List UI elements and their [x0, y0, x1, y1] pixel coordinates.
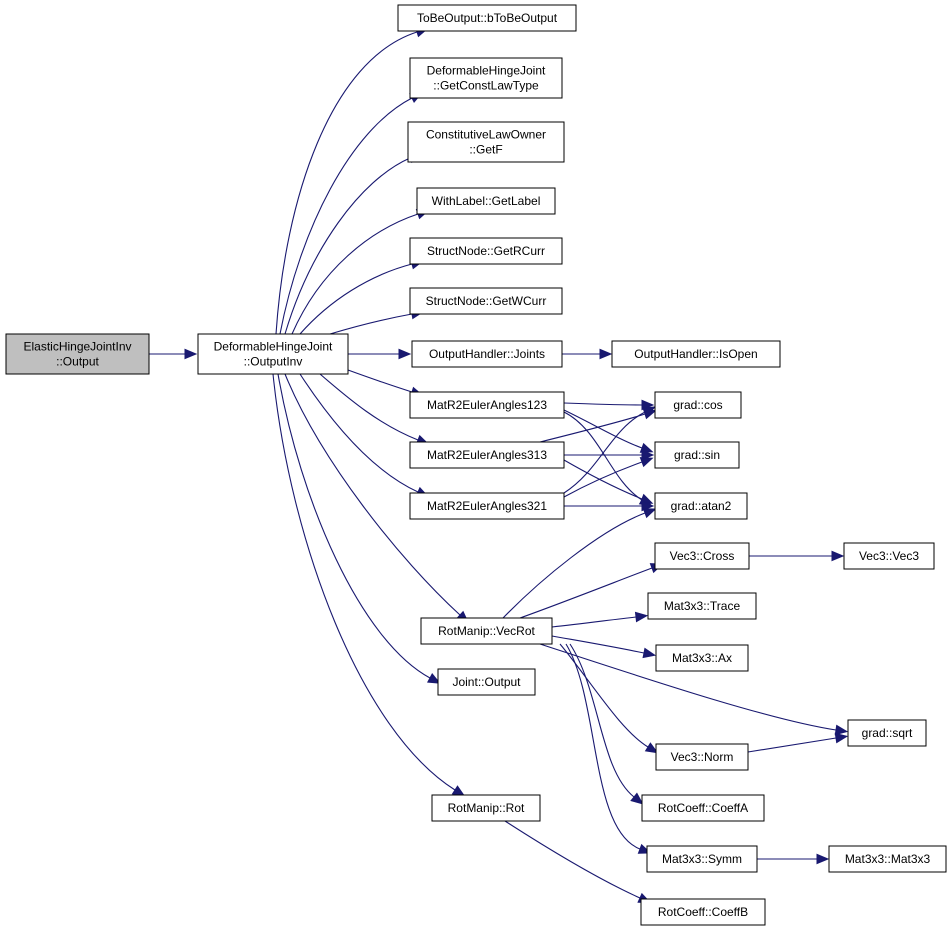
node-label: Joint::Output — [452, 675, 521, 689]
node-isopen[interactable]: OutputHandler::IsOpen — [611, 340, 781, 368]
node-euler123[interactable]: MatR2EulerAngles123 — [409, 391, 565, 419]
node-label: grad::atan2 — [671, 499, 732, 513]
node-label: WithLabel::GetLabel — [432, 194, 541, 208]
node-root: ElasticHingeJointInv::Output — [5, 333, 150, 375]
node-euler313[interactable]: MatR2EulerAngles313 — [409, 441, 565, 469]
node-label: ::GetConstLawType — [433, 79, 539, 93]
node-symm[interactable]: Mat3x3::Symm — [646, 845, 758, 873]
node-ax[interactable]: Mat3x3::Ax — [655, 644, 749, 672]
node-norm[interactable]: Vec3::Norm — [655, 743, 749, 771]
node-label: MatR2EulerAngles313 — [427, 448, 547, 462]
node-label: ::Output — [56, 355, 99, 369]
node-sin[interactable]: grad::sin — [654, 441, 740, 469]
node-label: grad::cos — [673, 398, 722, 412]
edge-vecrot-to-sqrt — [539, 643, 849, 736]
edge-root-to-outputinv — [148, 348, 198, 360]
node-label: Vec3::Vec3 — [859, 549, 919, 563]
edge-euler313-to-sin — [563, 449, 655, 461]
edge-vecrot-to-atan2 — [502, 508, 657, 619]
node-sqrt[interactable]: grad::sqrt — [847, 719, 927, 747]
edge-outputinv-to-jointoutput — [277, 373, 441, 684]
node-label: Vec3::Cross — [670, 549, 735, 563]
edge-outputinv-to-getconstlawtype — [279, 92, 423, 335]
node-getwcurr[interactable]: StructNode::GetWCurr — [409, 287, 563, 315]
node-label: ToBeOutput::bToBeOutput — [417, 11, 558, 25]
node-label: DeformableHingeJoint — [214, 340, 333, 354]
node-label: OutputHandler::Joints — [429, 347, 545, 361]
node-label: RotManip::Rot — [448, 801, 525, 815]
edge-outputinv-to-rot — [272, 373, 466, 797]
edge-vecrot-to-norm — [559, 643, 659, 754]
node-vec3[interactable]: Vec3::Vec3 — [843, 542, 935, 570]
edge-euler313-to-atan2 — [563, 459, 654, 504]
node-label: DeformableHingeJoint — [427, 64, 546, 78]
edge-rot-to-coeffb — [504, 820, 652, 904]
edge-cross-to-vec3 — [749, 550, 845, 562]
node-label: RotCoeff::CoeffA — [658, 801, 748, 815]
node-coeffa[interactable]: RotCoeff::CoeffA — [641, 794, 765, 822]
edge-symm-to-mat3x3 — [757, 853, 830, 865]
node-mat3x3[interactable]: Mat3x3::Mat3x3 — [828, 845, 947, 873]
edge-euler123-to-atan2 — [563, 411, 653, 507]
node-label: ConstitutiveLawOwner — [426, 128, 546, 142]
node-label: OutputHandler::IsOpen — [634, 347, 757, 361]
edge-outputinv-to-joints — [347, 348, 412, 360]
node-label: StructNode::GetWCurr — [426, 294, 547, 308]
node-coeffb[interactable]: RotCoeff::CoeffB — [640, 898, 766, 926]
edge-outputinv-to-btobeoutput — [275, 27, 429, 335]
node-label: ::GetF — [469, 143, 502, 157]
node-outputinv[interactable]: DeformableHingeJoint::OutputInv — [197, 333, 349, 375]
edge-vecrot-to-trace — [551, 611, 649, 628]
edge-vecrot-to-cross — [519, 563, 664, 619]
node-cos[interactable]: grad::cos — [654, 391, 742, 419]
node-label: MatR2EulerAngles321 — [427, 499, 547, 513]
node-atan2[interactable]: grad::atan2 — [654, 492, 748, 520]
edge-euler321-to-cos — [563, 406, 656, 494]
node-label: ::OutputInv — [244, 355, 303, 369]
node-label: RotManip::VecRot — [438, 624, 535, 638]
node-label: Mat3x3::Symm — [662, 852, 742, 866]
edge-outputinv-to-getlabel — [291, 209, 430, 335]
edge-vecrot-to-ax — [551, 635, 657, 659]
node-getrcurr[interactable]: StructNode::GetRCurr — [409, 237, 563, 265]
node-trace[interactable]: Mat3x3::Trace — [647, 592, 757, 620]
edge-euler321-to-atan2 — [564, 500, 655, 512]
node-btobeoutput[interactable]: ToBeOutput::bToBeOutput — [397, 4, 577, 32]
node-getlabel[interactable]: WithLabel::GetLabel — [416, 187, 556, 215]
node-label: grad::sqrt — [862, 726, 913, 740]
node-label: Mat3x3::Ax — [672, 651, 732, 665]
node-label: grad::sin — [674, 448, 720, 462]
edge-outputinv-to-euler321 — [299, 373, 430, 498]
node-jointoutput[interactable]: Joint::Output — [437, 668, 536, 696]
edge-vecrot-to-coeffa — [569, 643, 644, 805]
node-cross[interactable]: Vec3::Cross — [654, 542, 750, 570]
node-label: ElasticHingeJointInv — [23, 340, 131, 354]
edge-euler321-to-sin — [563, 457, 654, 498]
edge-euler123-to-cos — [563, 399, 655, 411]
node-label: StructNode::GetRCurr — [427, 244, 545, 258]
node-joints[interactable]: OutputHandler::Joints — [411, 340, 563, 368]
node-label: Vec3::Norm — [671, 750, 734, 764]
node-label: Mat3x3::Mat3x3 — [845, 852, 931, 866]
edge-outputinv-to-getrcurr — [299, 258, 424, 335]
node-getf[interactable]: ConstitutiveLawOwner::GetF — [407, 121, 565, 163]
edge-norm-to-sqrt — [747, 732, 849, 753]
function-nodes: ElasticHingeJointInv::Output DeformableHi… — [5, 4, 947, 926]
node-label: Mat3x3::Trace — [664, 599, 741, 613]
node-label: RotCoeff::CoeffB — [658, 905, 748, 919]
node-euler321[interactable]: MatR2EulerAngles321 — [409, 492, 565, 520]
node-label: MatR2EulerAngles123 — [427, 398, 547, 412]
node-getconstlawtype[interactable]: DeformableHingeJoint::GetConstLawType — [409, 57, 563, 99]
node-vecrot[interactable]: RotManip::VecRot — [420, 617, 553, 645]
edge-outputinv-to-getwcurr — [329, 308, 425, 335]
edge-joints-to-isopen — [561, 348, 613, 360]
node-rot[interactable]: RotManip::Rot — [431, 794, 541, 822]
